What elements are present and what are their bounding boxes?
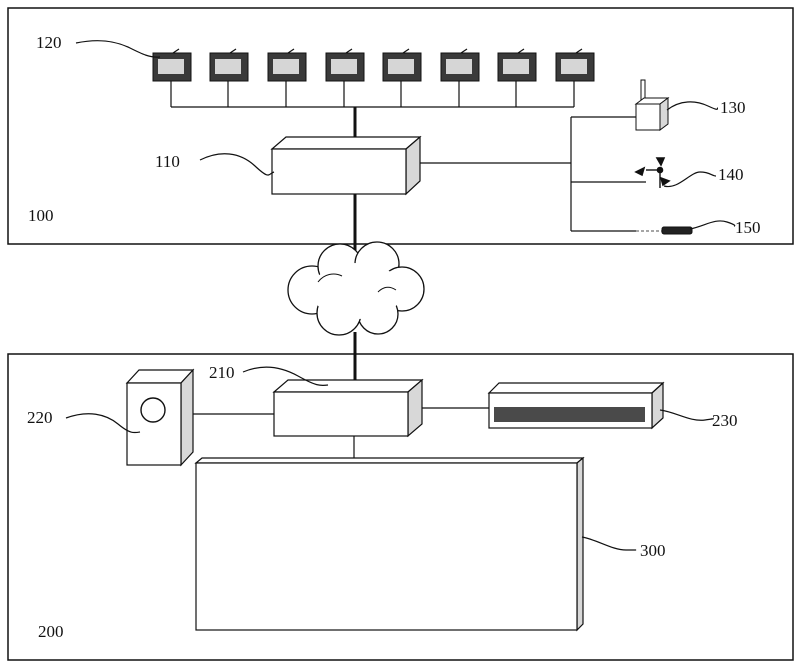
sensor-150 (636, 227, 692, 234)
camera-3 (268, 49, 306, 81)
sensor-140 (636, 158, 669, 188)
camera-array (153, 49, 594, 81)
display-300 (196, 458, 583, 630)
label-200: 200 (38, 622, 64, 641)
air-unit-230 (489, 383, 663, 428)
leader-120 (76, 41, 160, 57)
system-frame-top (8, 8, 793, 244)
camera-5 (383, 49, 421, 81)
label-150: 150 (735, 218, 761, 237)
leader-230 (660, 410, 713, 420)
label-140: 140 (718, 165, 744, 184)
label-120: 120 (36, 33, 62, 52)
leader-150 (690, 221, 735, 229)
label-300: 300 (640, 541, 666, 560)
cloud-icon (288, 242, 424, 335)
label-110: 110 (155, 152, 180, 171)
leader-110 (200, 154, 274, 175)
label-100: 100 (28, 206, 54, 225)
leader-130 (667, 102, 718, 110)
speaker-220 (127, 370, 193, 465)
label-210: 210 (209, 363, 235, 382)
camera-6 (441, 49, 479, 81)
sensor-130 (636, 80, 668, 130)
label-220: 220 (27, 408, 53, 427)
camera-7 (498, 49, 536, 81)
gateway-110 (272, 137, 420, 194)
label-230: 230 (712, 411, 738, 430)
camera-8 (556, 49, 594, 81)
leader-300 (582, 537, 636, 550)
camera-1 (153, 49, 191, 81)
gateway-210 (274, 380, 422, 436)
camera-bus (171, 80, 574, 107)
camera-4 (326, 49, 364, 81)
camera-2 (210, 49, 248, 81)
label-130: 130 (720, 98, 746, 117)
sensor-wiring (420, 117, 646, 231)
leader-140 (664, 172, 716, 187)
